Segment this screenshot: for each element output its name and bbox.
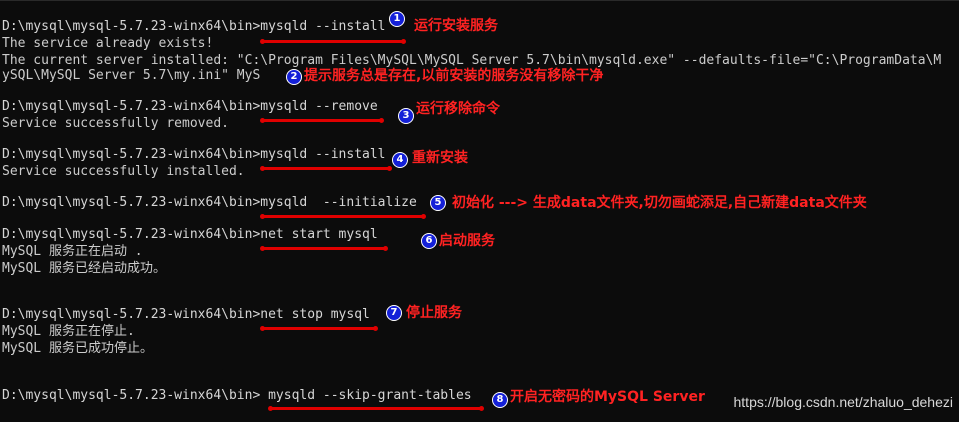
console-line-stopping: MySQL 服务正在停止. (2, 324, 135, 339)
step-badge-1: 1 (389, 11, 405, 27)
step-badge-2: 2 (286, 69, 302, 85)
underline-1 (260, 39, 406, 44)
console-line-already-exists: The service already exists! (2, 36, 214, 51)
console-line-net-stop-cmd: D:\mysql\mysql-5.7.23-winx64\bin>net sto… (2, 307, 370, 322)
console-line-starting: MySQL 服务正在启动 . (2, 244, 143, 259)
console-line-started: MySQL 服务已经启动成功。 (2, 261, 166, 276)
annotation-3: 运行移除命令 (416, 101, 500, 117)
step-badge-7: 7 (386, 305, 402, 321)
console-line-reinstall-cmd: D:\mysql\mysql-5.7.23-winx64\bin>mysqld … (2, 147, 386, 162)
console-line-current-server-cont: ySQL\MySQL Server 5.7\my.ini" MyS (2, 68, 261, 83)
step-badge-8: 8 (492, 392, 508, 408)
console-line-remove-cmd: D:\mysql\mysql-5.7.23-winx64\bin>mysqld … (2, 99, 378, 114)
underline-8 (268, 406, 484, 411)
console-line-stopped: MySQL 服务已成功停止。 (2, 341, 153, 356)
console-line-installed: Service successfully installed. (2, 164, 245, 179)
step-badge-6: 6 (421, 233, 437, 249)
console-line-install-cmd: D:\mysql\mysql-5.7.23-winx64\bin>mysqld … (2, 19, 386, 34)
console-line-initialize-cmd: D:\mysql\mysql-5.7.23-winx64\bin>mysqld … (2, 195, 417, 210)
annotation-7: 停止服务 (406, 305, 462, 321)
annotation-4: 重新安装 (412, 150, 468, 166)
console-line-net-start-cmd: D:\mysql\mysql-5.7.23-winx64\bin>net sta… (2, 227, 378, 242)
step-badge-3: 3 (398, 108, 414, 124)
underline-3 (260, 118, 384, 123)
step-badge-4: 4 (392, 152, 408, 168)
console-line-current-server: The current server installed: "C:\Progra… (2, 53, 942, 68)
console-line-skip-grant-cmd: D:\mysql\mysql-5.7.23-winx64\bin> mysqld… (2, 388, 472, 403)
annotation-8: 开启无密码的MySQL Server (510, 389, 705, 405)
underline-4 (260, 166, 392, 171)
step-badge-5: 5 (430, 195, 446, 211)
annotation-1: 运行安装服务 (414, 18, 498, 34)
console-line-removed: Service successfully removed. (2, 116, 229, 131)
underline-6 (260, 246, 388, 251)
underline-7 (260, 326, 378, 331)
underline-5 (260, 214, 426, 219)
annotation-5: 初始化 ---> 生成data文件夹,切勿画蛇添足,自己新建data文件夹 (452, 195, 867, 211)
watermark-url: https://blog.csdn.net/zhaluo_dehezi (733, 394, 954, 410)
annotation-2: 提示服务总是存在,以前安装的服务没有移除干净 (304, 68, 604, 84)
annotation-6: 启动服务 (439, 233, 495, 249)
